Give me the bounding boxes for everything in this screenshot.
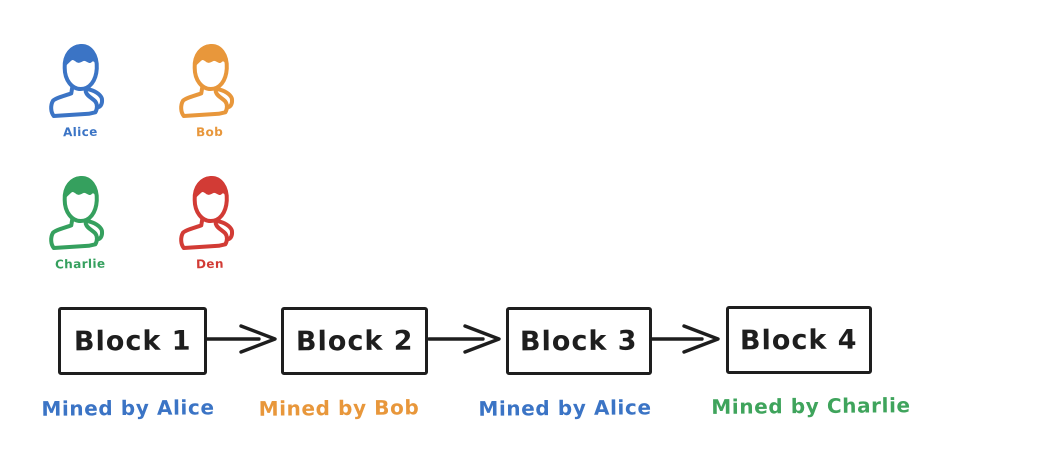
block-1: Block 1 [58, 307, 207, 375]
person-icon [174, 38, 246, 124]
actor-name: Bob [196, 124, 224, 140]
miner-label-4: Mined by Charlie [711, 393, 911, 419]
block-3: Block 3 [506, 307, 652, 375]
miner-label-1: Mined by Alice [41, 395, 215, 421]
block-label: Block 1 [73, 325, 192, 357]
person-icon [44, 170, 116, 256]
person-icon [44, 38, 116, 124]
actor-bob: Bob [166, 38, 254, 139]
person-icon [174, 170, 246, 256]
block-label: Block 3 [520, 325, 638, 357]
block-2: Block 2 [281, 307, 428, 375]
chain-arrow-2 [427, 324, 501, 354]
actor-name: Den [195, 256, 225, 272]
block-label: Block 4 [740, 324, 858, 356]
miner-label-2: Mined by Bob [258, 395, 420, 421]
chain-arrow-1 [205, 324, 277, 354]
actor-name: Charlie [54, 256, 106, 272]
block-4: Block 4 [726, 306, 872, 374]
actor-den: Den [166, 170, 254, 271]
chain-arrow-3 [650, 324, 720, 354]
actor-alice: Alice [36, 38, 124, 139]
block-label: Block 2 [295, 325, 414, 357]
actor-name: Alice [62, 124, 98, 140]
miner-label-3: Mined by Alice [478, 395, 652, 421]
actor-charlie: Charlie [36, 170, 124, 271]
